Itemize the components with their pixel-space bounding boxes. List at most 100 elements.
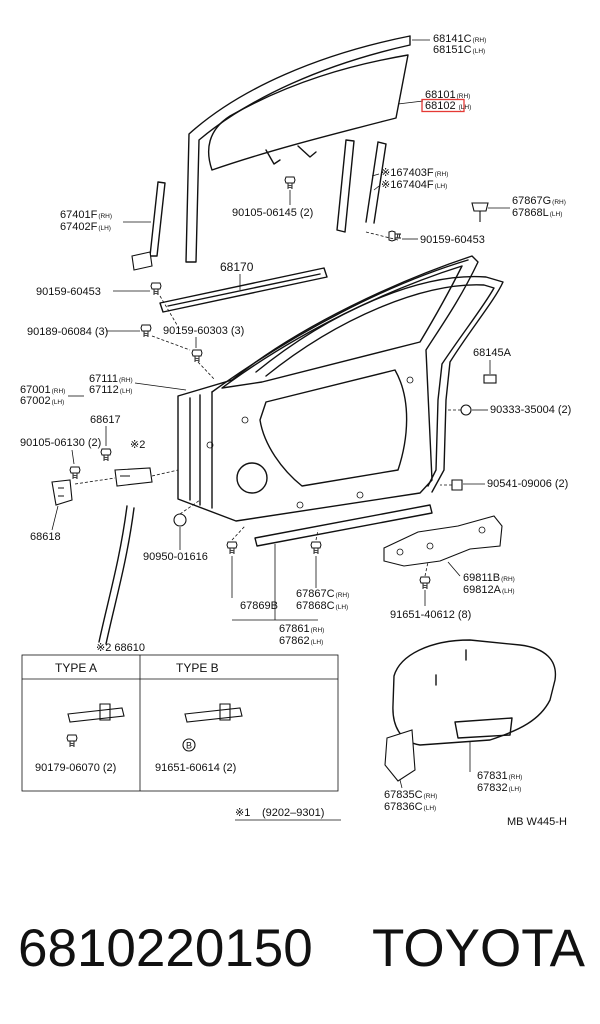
callout-90541-09006: 90541-09006 (2) (487, 478, 568, 490)
clip-icon (451, 479, 463, 491)
clip-icon (471, 202, 489, 222)
lh-tag: (LH) (502, 588, 515, 595)
division-bar-channel (336, 139, 355, 233)
regulator-holes (396, 526, 486, 556)
callout-part-lh: 67862 (279, 635, 310, 647)
callout-67868l: 67868L(LH) (512, 207, 562, 219)
cover-seal-piece (384, 729, 416, 782)
type-table-divider (22, 655, 338, 791)
callout-68141c: 68141C(RH) (433, 33, 486, 45)
bolt-icon (284, 176, 296, 190)
callout-part-rh: 67831 (477, 770, 508, 782)
callout-67402f: 67402F(LH) (60, 221, 111, 233)
belt-molding (159, 267, 328, 313)
rh-tag: (RH) (552, 199, 566, 206)
callout-part-lh: 68102 (425, 100, 456, 112)
door-weatherstrip (255, 275, 504, 493)
lh-tag: (LH) (435, 183, 448, 190)
leader-line (447, 561, 461, 577)
callout-67869b: 67869B (240, 600, 278, 612)
callout-67868c: 67868C(LH) (296, 600, 348, 612)
lh-tag: (LH) (98, 225, 111, 232)
footer-part-number: 6810220150 (18, 919, 313, 978)
callout-67112: 67112(LH) (89, 384, 132, 396)
callout-68618: 68618 (30, 531, 61, 543)
bolt-icon (191, 349, 203, 363)
rh-tag: (RH) (311, 627, 325, 634)
door-hole (356, 491, 364, 499)
callout-90189-06084: 90189-06084 (3) (27, 326, 108, 338)
lh-tag: (LH) (459, 104, 472, 111)
lh-tag: (LH) (311, 639, 324, 646)
callout-90105-06130: 90105-06130 (2) (20, 437, 101, 449)
type-b-part: 91651-60614 (2) (155, 762, 236, 774)
callout-67403f: ※167403F(RH) (381, 167, 448, 179)
type-b-badge-letter: B (186, 741, 192, 751)
callout-part-lh: ※167404F (381, 179, 434, 191)
callout-part-lh: 67832 (477, 782, 508, 794)
drawing-code: MB W445-H (507, 816, 567, 828)
lh-tag: (LH) (336, 604, 349, 611)
callout-part-rh: 69811B (463, 572, 500, 584)
clip-icon (310, 541, 322, 555)
type-b-header: TYPE B (176, 661, 219, 675)
callout-68170: 68170 (220, 260, 254, 274)
callout-67867c: 67867C(RH) (296, 588, 349, 600)
callout-part-rh: 67001 (20, 384, 51, 396)
callout-part-lh: 69812A (463, 584, 502, 596)
door-inner-access-hole (259, 369, 408, 487)
callout-90105-06145: 90105-06145 (2) (232, 207, 313, 219)
leader-line (397, 100, 424, 105)
production-note: ※1(9202–9301) (235, 807, 324, 819)
door-outer-panel (177, 255, 479, 522)
type-a-header: TYPE A (55, 661, 97, 675)
lh-tag: (LH) (550, 211, 563, 218)
callout-part-lh: 67868C (296, 600, 335, 612)
callout-68101: 68101(RH) (425, 89, 470, 101)
callout-part-rh: 67867G (512, 195, 551, 207)
lh-tag: (LH) (473, 48, 486, 55)
glass-bracket (265, 145, 317, 165)
callout-91651-40612: 91651-40612 (8) (390, 609, 471, 621)
bolt-icon (388, 230, 402, 242)
part-drawings (51, 35, 557, 782)
production-note-range: (9202–9301) (262, 807, 324, 819)
callout-68145a: 68145A (473, 347, 512, 359)
callout-67836c: 67836C(LH) (384, 801, 436, 813)
callout-labels: 68141C(RH) 68151C(LH) 68101(RH) 68102(LH… (20, 33, 571, 813)
leader-line (71, 449, 75, 465)
callout-68610: ※2 68610 (96, 642, 145, 654)
rh-tag: (RH) (473, 37, 487, 44)
callout-67401f: 67401F(RH) (60, 209, 112, 221)
callout-90159-60453-right: 90159-60453 (420, 234, 485, 246)
bolt-icon (419, 576, 431, 590)
grommet-icon (460, 404, 472, 416)
rh-tag: (RH) (336, 592, 350, 599)
highlight-box (421, 98, 465, 113)
callout-68617: 68617 (90, 414, 121, 426)
door-front-edge (189, 391, 213, 509)
type-b-hinge (184, 703, 243, 723)
door-window-opening (221, 265, 463, 389)
lh-tag: (LH) (424, 805, 437, 812)
door-hole (241, 416, 249, 424)
callout-part-rh: 67401F (60, 209, 98, 221)
regulator-hole (478, 526, 486, 534)
bolt-icon (140, 324, 152, 338)
door-holes (206, 376, 414, 509)
lh-tag: (LH) (509, 786, 522, 793)
callout-68151c: 68151C(LH) (433, 44, 485, 56)
cover-detail (435, 649, 513, 739)
callout-67832: 67832(LH) (477, 782, 521, 794)
callout-part-rh: 67861 (279, 623, 310, 635)
callout-part-lh: 67868L (512, 207, 549, 219)
speaker-hole (236, 462, 268, 494)
glass-run-outer (185, 35, 411, 263)
callout-part-lh: 67402F (60, 221, 98, 233)
type-table: TYPE A TYPE B 90179-06070 (2) B 91651-60… (21, 654, 339, 792)
callout-67002: 67002(LH) (20, 395, 64, 407)
rh-tag: (RH) (435, 171, 449, 178)
callout-part-rh: 68101 (425, 89, 456, 101)
callout-part-rh: 67867C (296, 588, 335, 600)
callout-67867g: 67867G(RH) (512, 195, 566, 207)
